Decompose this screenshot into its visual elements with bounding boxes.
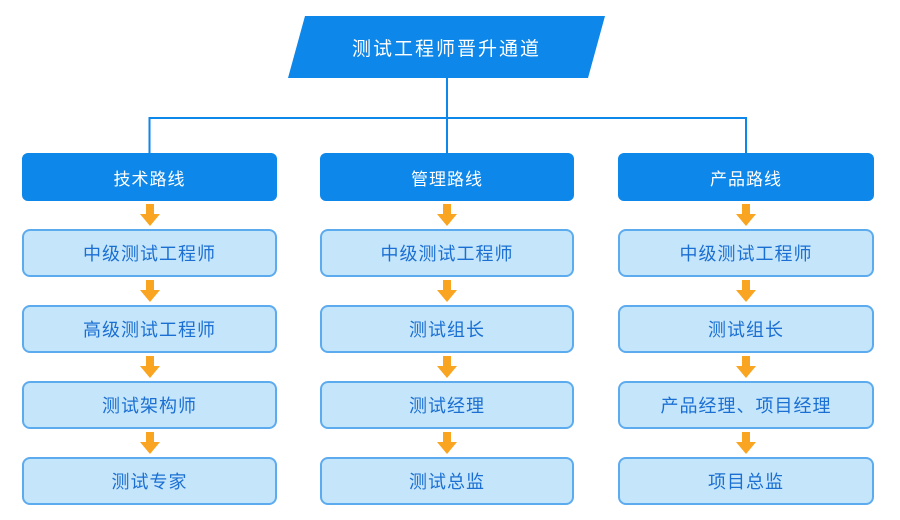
step-box: 测试组长 [618,305,874,353]
down-arrow-icon [139,204,160,226]
step-box: 中级测试工程师 [22,229,277,277]
step-box: 项目总监 [618,457,874,505]
column-product: 产品路线 中级测试工程师 测试组长 产品经理、项目经理 项目总监 [618,153,874,505]
down-arrow-icon [736,280,756,302]
down-arrow-icon [139,432,160,454]
down-arrow-icon [736,204,756,226]
column-management: 管理路线 中级测试工程师 测试组长 测试经理 测试总监 [320,153,574,505]
down-arrow-icon [139,356,160,378]
step-box: 测试专家 [22,457,277,505]
down-arrow-icon [139,280,160,302]
step-box: 高级测试工程师 [22,305,277,353]
step-box: 产品经理、项目经理 [618,381,874,429]
column-header-product: 产品路线 [618,153,874,201]
title-parallelogram: 测试工程师晋升通道 [288,16,605,78]
column-header-management: 管理路线 [320,153,574,201]
step-box: 测试总监 [320,457,574,505]
down-arrow-icon [437,280,457,302]
down-arrow-icon [437,356,457,378]
diagram-title: 测试工程师晋升通道 [351,37,541,60]
step-box: 中级测试工程师 [320,229,574,277]
step-box: 中级测试工程师 [618,229,874,277]
step-box: 测试组长 [320,305,574,353]
down-arrow-icon [437,432,457,454]
down-arrow-icon [736,432,756,454]
column-header-technical: 技术路线 [22,153,277,201]
column-technical: 技术路线 中级测试工程师 高级测试工程师 测试架构师 测试专家 [22,153,277,505]
down-arrow-icon [437,204,457,226]
step-box: 测试经理 [320,381,574,429]
step-box: 测试架构师 [22,381,277,429]
down-arrow-icon [736,356,756,378]
